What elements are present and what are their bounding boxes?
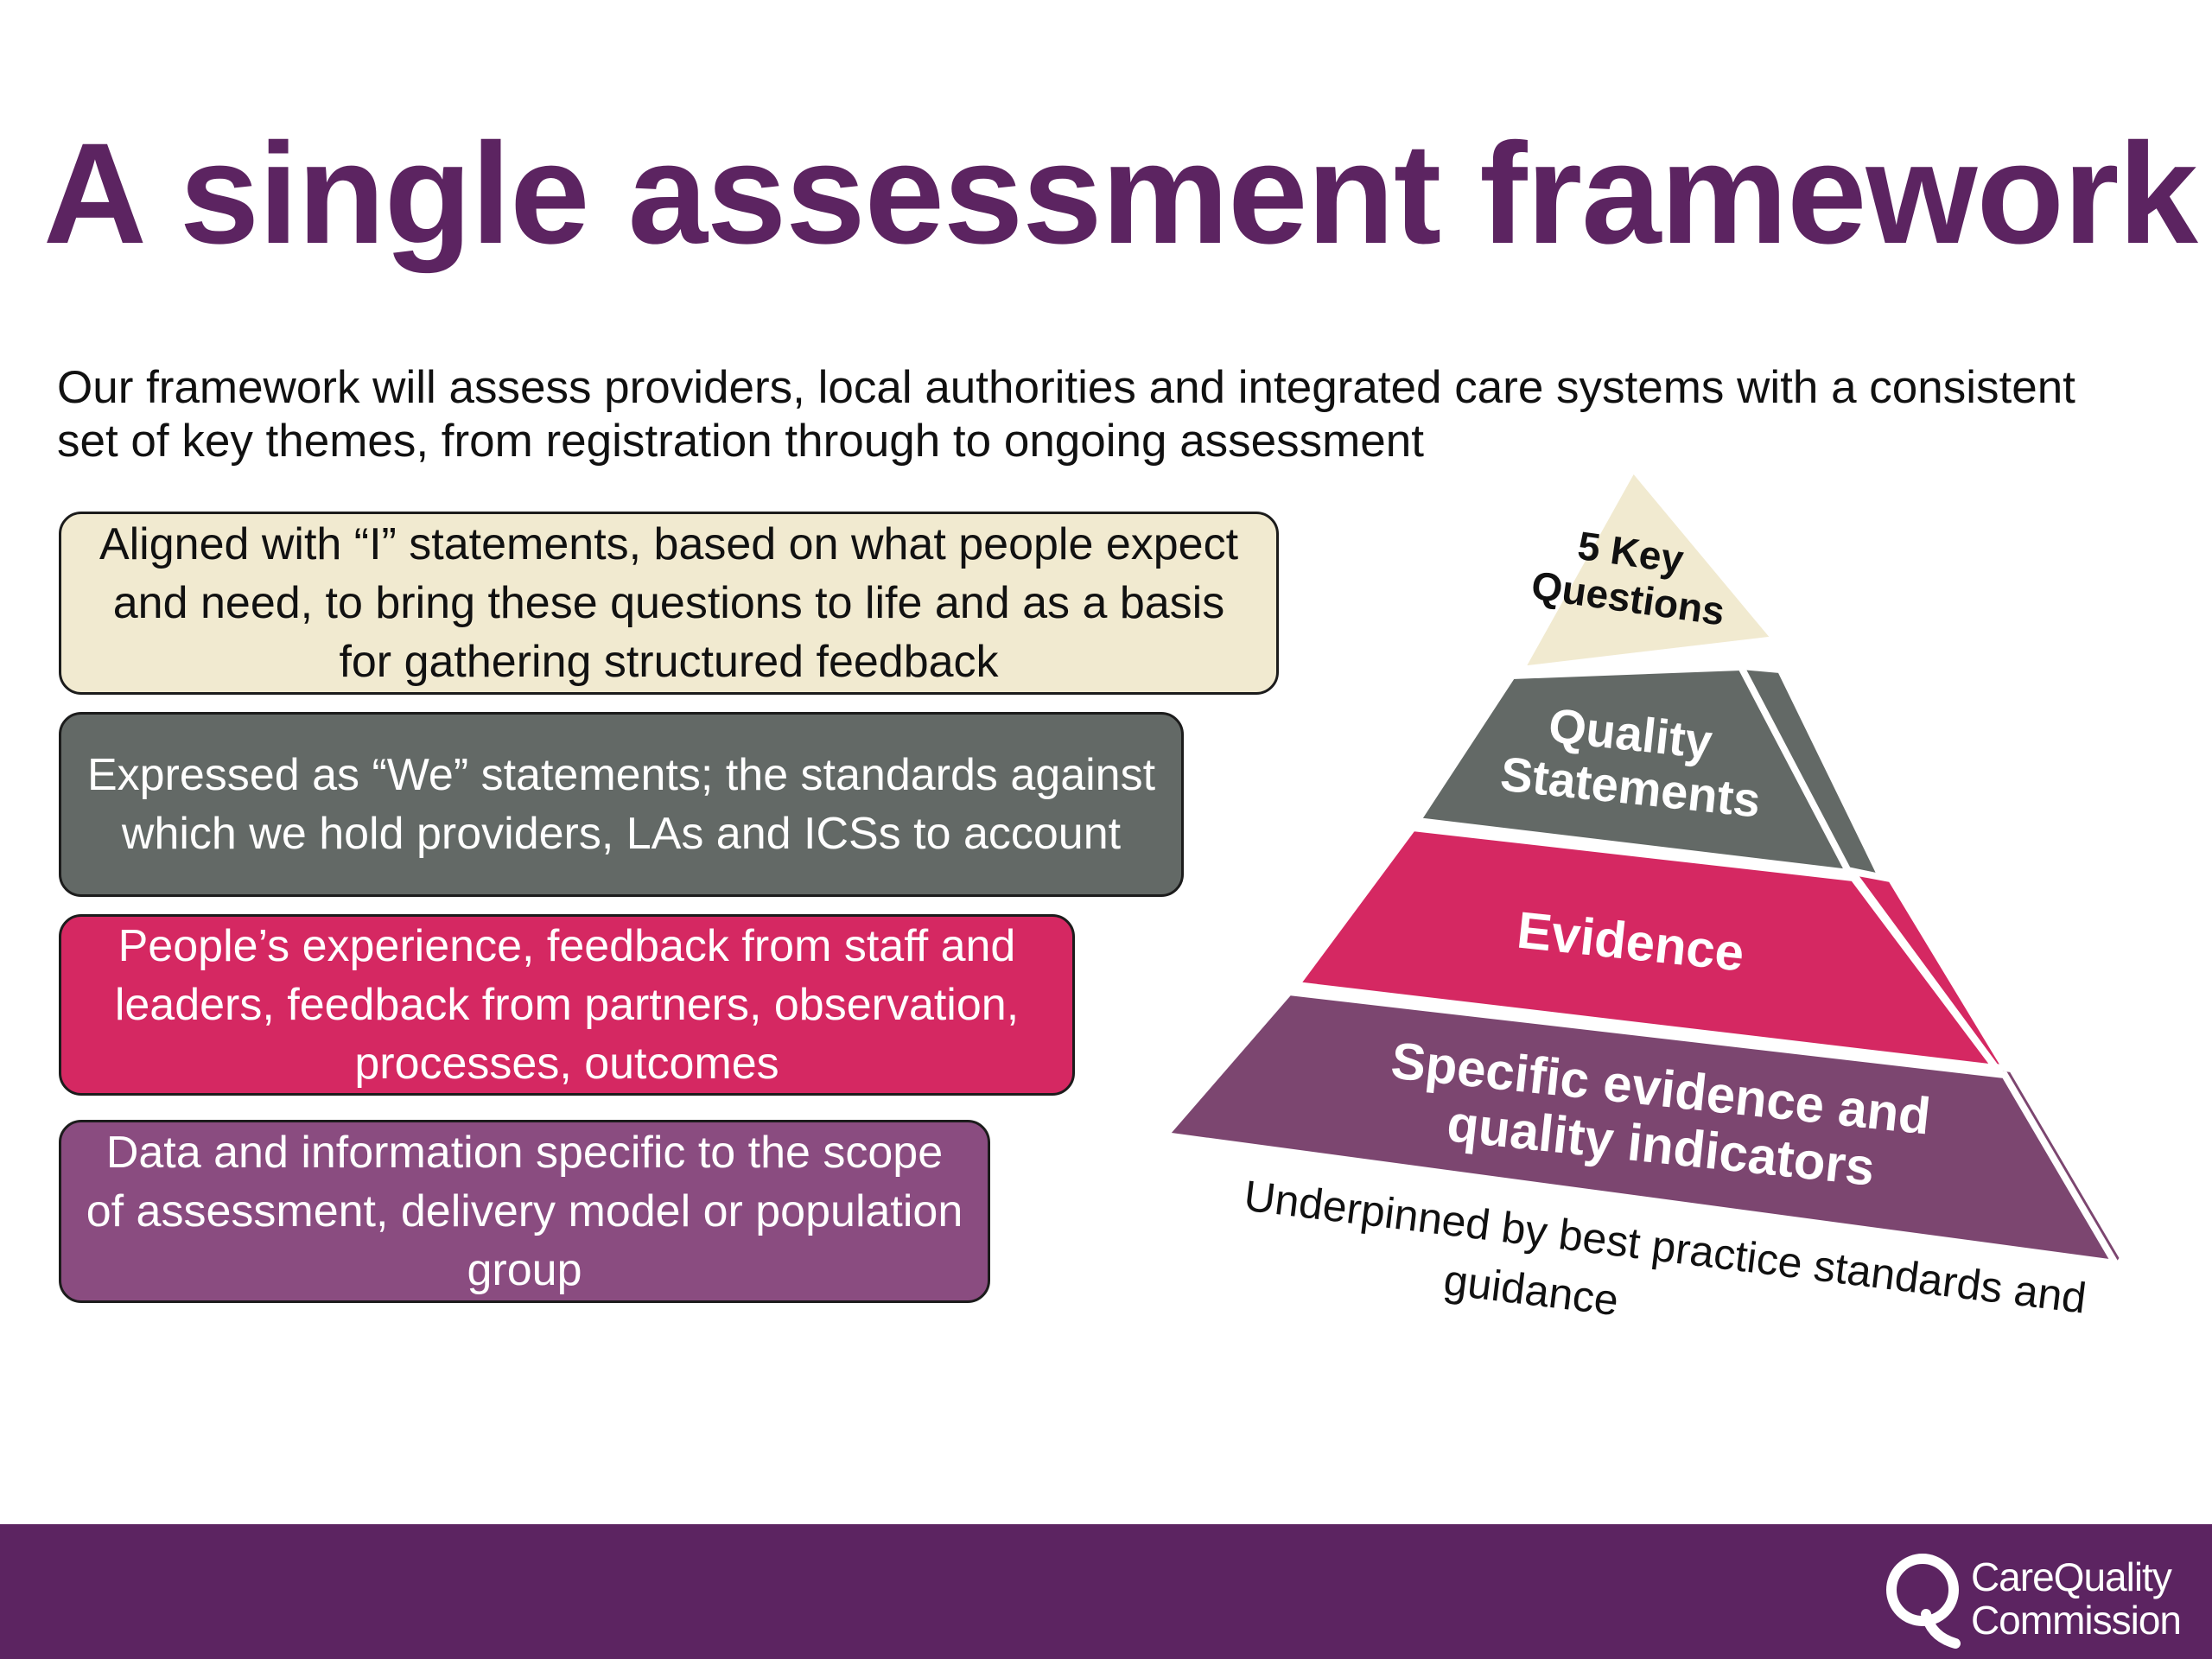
cqc-logo: CareQuality Commission (1883, 1547, 2182, 1650)
cqc-logo-text: CareQuality Commission (1966, 1554, 2182, 1643)
pyramid-tier-quality-statements (1411, 663, 1856, 877)
pyramid-tier-specific-evidence (1158, 988, 2122, 1268)
cqc-q-icon (1885, 1554, 1961, 1649)
cqc-logo-line-1: CareQuality (1970, 1554, 2172, 1599)
box-i-statements: Aligned with “I” statements, based on wh… (59, 512, 1279, 695)
box-specific-data: Data and information specific to the sco… (59, 1120, 990, 1303)
pyramid-tier-evidence (1289, 823, 2004, 1073)
framework-pyramid: 5 Key Questions Quality Statements Evide… (1158, 461, 2126, 1325)
box-we-statements: Expressed as “We” statements; the standa… (59, 712, 1184, 897)
slide-title: A single assessment framework (43, 114, 2198, 274)
cqc-logo-line-2: Commission (1970, 1598, 2182, 1643)
intro-text: Our framework will assess providers, loc… (57, 362, 2075, 467)
pyramid-caption-line-2: guidance (1441, 1255, 1621, 1325)
box-evidence-sources: People’s experience, feedback from staff… (59, 914, 1075, 1096)
pyramid-tier-key-questions (1514, 461, 1783, 674)
footer-band: CareQuality Commission (0, 1524, 2212, 1659)
